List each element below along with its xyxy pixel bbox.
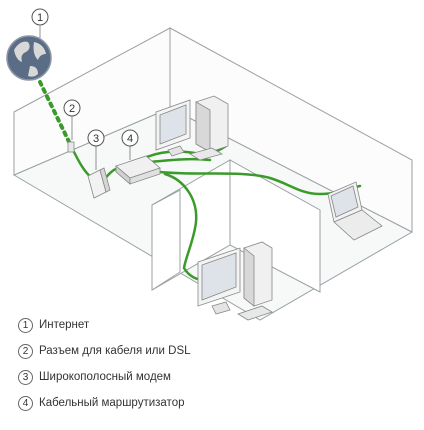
callout-1-number: 1 — [37, 12, 43, 24]
desktop-computer-2-icon — [197, 241, 273, 321]
laptop-icon — [327, 181, 383, 241]
callout-1: 1 — [31, 8, 49, 26]
router-icon — [115, 155, 161, 185]
wall-jack-icon — [67, 141, 75, 153]
legend-label: Разъем для кабеля или DSL — [39, 345, 191, 357]
globe-icon — [6, 35, 52, 81]
legend-label: Широкополосный модем — [39, 371, 171, 383]
callout-3-number: 3 — [93, 133, 99, 145]
legend-number: 1 — [18, 317, 33, 333]
legend-item-internet: 1 Интернет — [18, 312, 408, 338]
legend-item-modem: 3 Широкополосный модем — [18, 364, 408, 390]
callout-leaders — [39, 26, 131, 170]
legend-number: 3 — [18, 369, 33, 385]
desktop-computer-icon — [155, 95, 229, 161]
legend-item-wall-jack: 2 Разъем для кабеля или DSL — [18, 338, 408, 364]
legend-number: 2 — [18, 343, 33, 359]
cable-router-to-desktop2 — [163, 172, 216, 282]
legend-label: Интернет — [39, 319, 90, 331]
legend-number: 4 — [18, 395, 33, 411]
cable-router-to-desktop1-b — [148, 157, 212, 164]
modem-icon — [87, 167, 111, 199]
doorway-wall — [151, 189, 181, 291]
legend-item-router: 4 Кабельный маршрутизатор — [18, 390, 408, 416]
legend: 1 Интернет 2 Разъем для кабеля или DSL 3… — [18, 312, 408, 416]
legend-label: Кабельный маршрутизатор — [39, 397, 185, 409]
back-right-wall — [169, 27, 413, 233]
callout-2: 2 — [63, 99, 81, 117]
internet-connection-line — [38, 80, 74, 150]
callout-3: 3 — [87, 129, 105, 147]
callout-4-number: 4 — [127, 133, 133, 145]
house-floorplan — [12, 27, 414, 321]
interior-wall-side — [229, 159, 321, 293]
callout-4: 4 — [121, 129, 139, 147]
callout-2-number: 2 — [69, 103, 75, 115]
